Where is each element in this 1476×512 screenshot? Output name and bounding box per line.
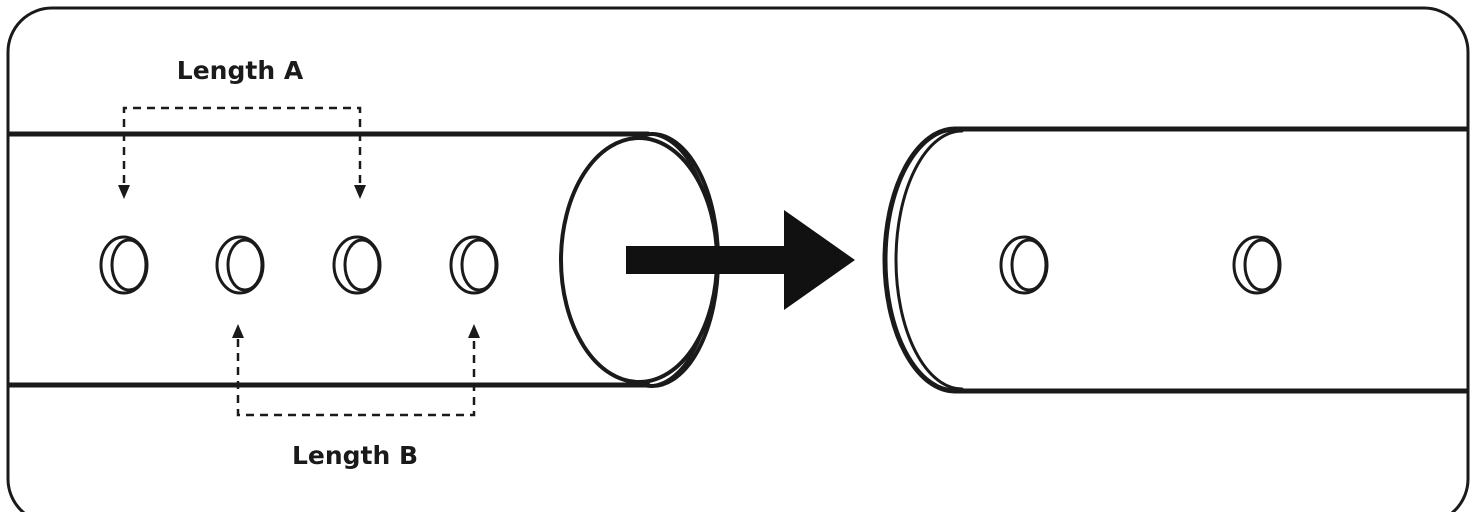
hole-2	[217, 237, 263, 293]
hole-1	[101, 237, 147, 293]
length-a-label: Length A	[177, 56, 304, 85]
hole-4	[451, 237, 497, 293]
hole-3	[334, 237, 380, 293]
length-b-label: Length B	[292, 441, 418, 470]
hole-5	[1001, 237, 1047, 293]
hole-6	[1234, 237, 1280, 293]
